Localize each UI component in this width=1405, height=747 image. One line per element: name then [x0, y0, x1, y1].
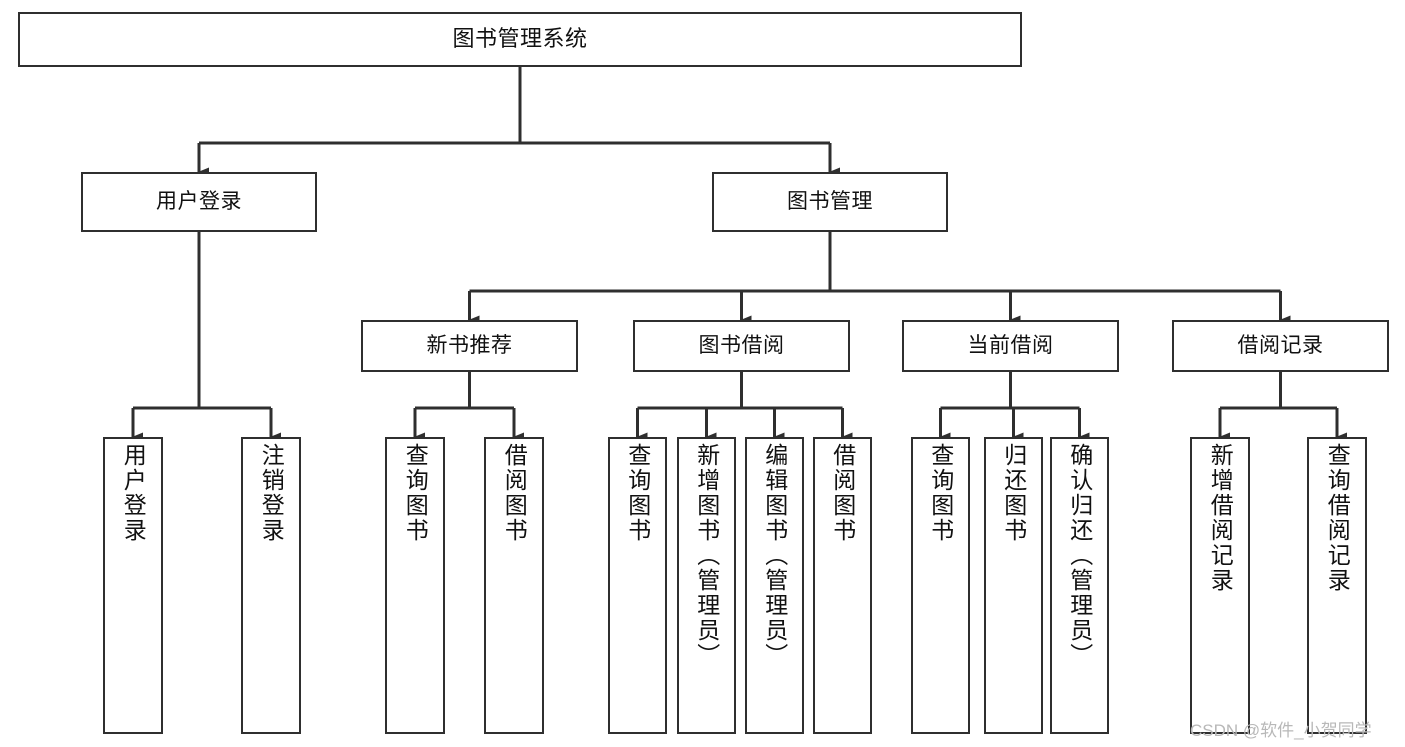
node-leaf-confirm-return[interactable]: 确认归还（管理员） [1050, 437, 1109, 734]
node-user-login[interactable]: 用户登录 [81, 172, 317, 232]
node-borrow-record[interactable]: 借阅记录 [1172, 320, 1389, 372]
watermark: CSDN @软件_小贺同学 [1190, 721, 1372, 740]
node-root[interactable]: 图书管理系统 [18, 12, 1022, 67]
node-leaf-return-book[interactable]: 归还图书 [984, 437, 1043, 734]
node-new-book-recommend[interactable]: 新书推荐 [361, 320, 578, 372]
node-leaf-return-book-label: 归还图书 [1000, 443, 1027, 543]
node-current-borrow-label: 当前借阅 [967, 334, 1054, 358]
node-leaf-query-book-2[interactable]: 查询图书 [608, 437, 667, 734]
node-leaf-query-record-label: 查询借阅记录 [1324, 443, 1351, 593]
node-leaf-add-book[interactable]: 新增图书（管理员） [677, 437, 736, 734]
node-current-borrow[interactable]: 当前借阅 [902, 320, 1119, 372]
node-leaf-query-book-1[interactable]: 查询图书 [385, 437, 445, 734]
node-leaf-borrow-book-1-label: 借阅图书 [501, 443, 528, 543]
node-leaf-user-login-label: 用户登录 [120, 443, 147, 543]
node-leaf-confirm-return-label: 确认归还（管理员） [1066, 443, 1093, 668]
node-leaf-user-logout-label: 注销登录 [258, 443, 285, 543]
node-leaf-edit-book-label: 编辑图书（管理员） [761, 443, 788, 668]
node-leaf-user-logout[interactable]: 注销登录 [241, 437, 301, 734]
node-book-borrow[interactable]: 图书借阅 [633, 320, 850, 372]
node-leaf-add-record-label: 新增借阅记录 [1207, 443, 1234, 593]
node-root-label: 图书管理系统 [452, 26, 588, 52]
node-leaf-user-login[interactable]: 用户登录 [103, 437, 163, 734]
node-borrow-record-label: 借阅记录 [1237, 334, 1324, 358]
node-leaf-add-book-label: 新增图书（管理员） [693, 443, 720, 668]
node-leaf-query-book-2-label: 查询图书 [624, 443, 651, 543]
node-user-login-label: 用户登录 [156, 190, 242, 214]
node-leaf-edit-book[interactable]: 编辑图书（管理员） [745, 437, 804, 734]
node-book-manage[interactable]: 图书管理 [712, 172, 948, 232]
node-leaf-add-record[interactable]: 新增借阅记录 [1190, 437, 1250, 734]
node-leaf-borrow-book-1[interactable]: 借阅图书 [484, 437, 544, 734]
node-book-borrow-label: 图书借阅 [698, 334, 785, 358]
node-new-book-recommend-label: 新书推荐 [426, 334, 513, 358]
node-leaf-query-book-3-label: 查询图书 [927, 443, 954, 543]
node-book-manage-label: 图书管理 [787, 190, 873, 214]
node-leaf-query-record[interactable]: 查询借阅记录 [1307, 437, 1367, 734]
node-leaf-query-book-1-label: 查询图书 [402, 443, 429, 543]
node-leaf-query-book-3[interactable]: 查询图书 [911, 437, 970, 734]
node-leaf-borrow-book-2[interactable]: 借阅图书 [813, 437, 872, 734]
node-leaf-borrow-book-2-label: 借阅图书 [829, 443, 856, 543]
